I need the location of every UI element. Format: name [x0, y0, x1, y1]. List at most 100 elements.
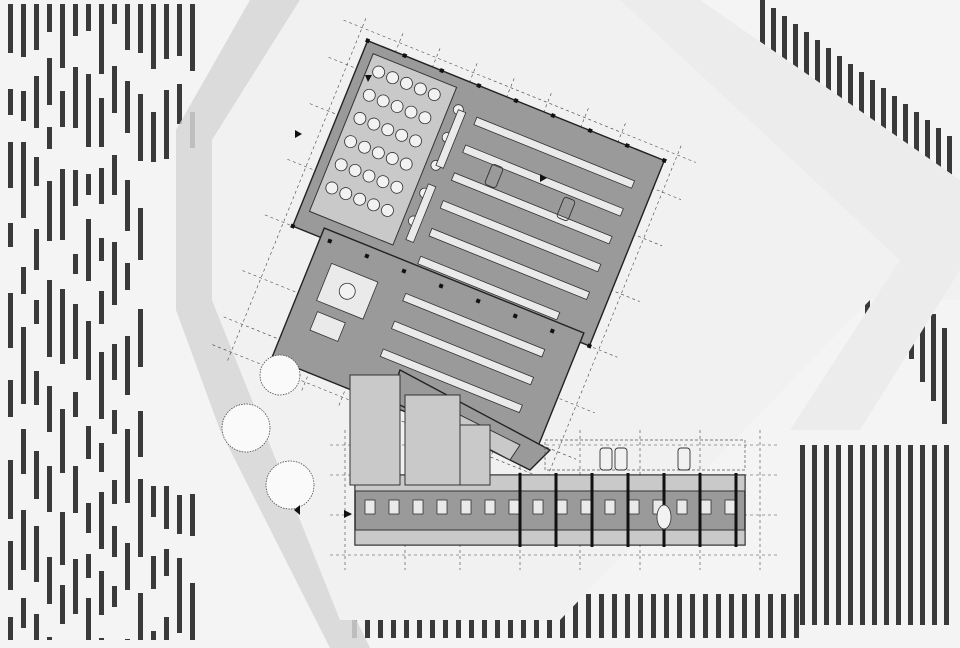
vine-row: [151, 556, 156, 589]
column: [364, 253, 370, 259]
vine-row: [760, 0, 765, 78]
column: [549, 328, 555, 334]
vine-row: [793, 24, 798, 74]
column: [439, 68, 445, 74]
vine-row: [932, 445, 937, 625]
tank: [367, 198, 380, 212]
vine-row: [34, 371, 39, 405]
vine-row: [99, 291, 104, 324]
vine-row: [8, 223, 13, 247]
vine-row: [99, 638, 104, 640]
vine-row: [21, 598, 26, 628]
vine-row: [125, 639, 130, 640]
vine-row: [781, 594, 786, 638]
vine-row: [612, 594, 617, 638]
column: [518, 473, 522, 547]
vine-row: [138, 208, 143, 260]
vine-row: [21, 142, 26, 218]
vine-row: [21, 429, 26, 474]
vine-row: [151, 4, 156, 69]
furniture: [508, 499, 520, 515]
tank: [334, 158, 348, 172]
tank: [390, 180, 404, 194]
furniture: [580, 499, 592, 515]
furniture: [724, 499, 736, 515]
vine-row: [8, 460, 13, 519]
vine-row: [34, 157, 39, 186]
tank: [362, 169, 376, 183]
vine-row: [73, 4, 78, 36]
vine-row: [884, 445, 889, 625]
office-wing: [349, 374, 746, 547]
furniture: [532, 499, 544, 515]
vine-row: [190, 583, 195, 640]
fermentation-benches: [379, 109, 636, 414]
vine-row: [870, 80, 875, 130]
vine-row: [86, 554, 91, 578]
vine-row: [920, 445, 925, 625]
vine-row: [8, 617, 13, 640]
vine-row: [164, 549, 169, 576]
vine-row: [138, 479, 143, 557]
vine-row: [47, 386, 52, 432]
vine-row: [824, 445, 829, 625]
vine-row: [34, 451, 39, 499]
tank: [390, 100, 404, 113]
vine-row: [177, 84, 182, 124]
vine-row: [125, 336, 130, 395]
vine-row: [99, 238, 104, 261]
vine-row: [86, 426, 91, 459]
vine-row: [716, 594, 721, 638]
vine-row: [112, 155, 117, 195]
vine-row: [99, 492, 104, 549]
vine-row: [177, 4, 182, 56]
tank: [413, 82, 427, 96]
tank: [381, 204, 394, 217]
vine-row: [920, 300, 925, 382]
furniture: [556, 499, 568, 515]
vine-row: [859, 72, 864, 149]
tank: [353, 192, 367, 206]
vine-row: [138, 94, 143, 161]
vine-row: [573, 594, 578, 638]
vine-row: [99, 443, 104, 472]
vine-row: [34, 76, 39, 128]
vine-row: [8, 380, 13, 417]
parking: [484, 164, 746, 471]
vine-row: [34, 614, 39, 640]
tank: [339, 187, 353, 201]
column: [476, 83, 482, 89]
vine-row: [73, 254, 78, 274]
vine-row: [703, 594, 708, 638]
vine-row: [690, 594, 695, 638]
vine-row: [848, 445, 853, 625]
vine-row: [151, 112, 156, 162]
column: [624, 142, 630, 149]
vine-row: [190, 494, 195, 536]
vine-row: [138, 593, 143, 640]
vine-row: [21, 4, 26, 57]
vine-row: [47, 181, 52, 241]
furniture: [604, 499, 616, 515]
column: [402, 53, 408, 59]
vine-row: [86, 503, 91, 533]
vine-row: [73, 170, 78, 206]
furniture: [364, 499, 376, 515]
tank: [358, 140, 371, 154]
column: [626, 473, 630, 547]
vine-row: [742, 594, 747, 638]
column: [513, 97, 519, 104]
furniture: [460, 499, 472, 515]
vine-row: [99, 352, 104, 419]
access-road: [176, 0, 370, 648]
vine-row: [73, 392, 78, 417]
vine-row: [47, 637, 52, 640]
vine-row: [86, 598, 91, 640]
vine-row: [60, 409, 65, 473]
vine-row: [651, 594, 656, 638]
tank: [395, 128, 409, 142]
column: [734, 473, 738, 547]
vine-row: [586, 594, 591, 638]
vine-row: [860, 445, 865, 625]
